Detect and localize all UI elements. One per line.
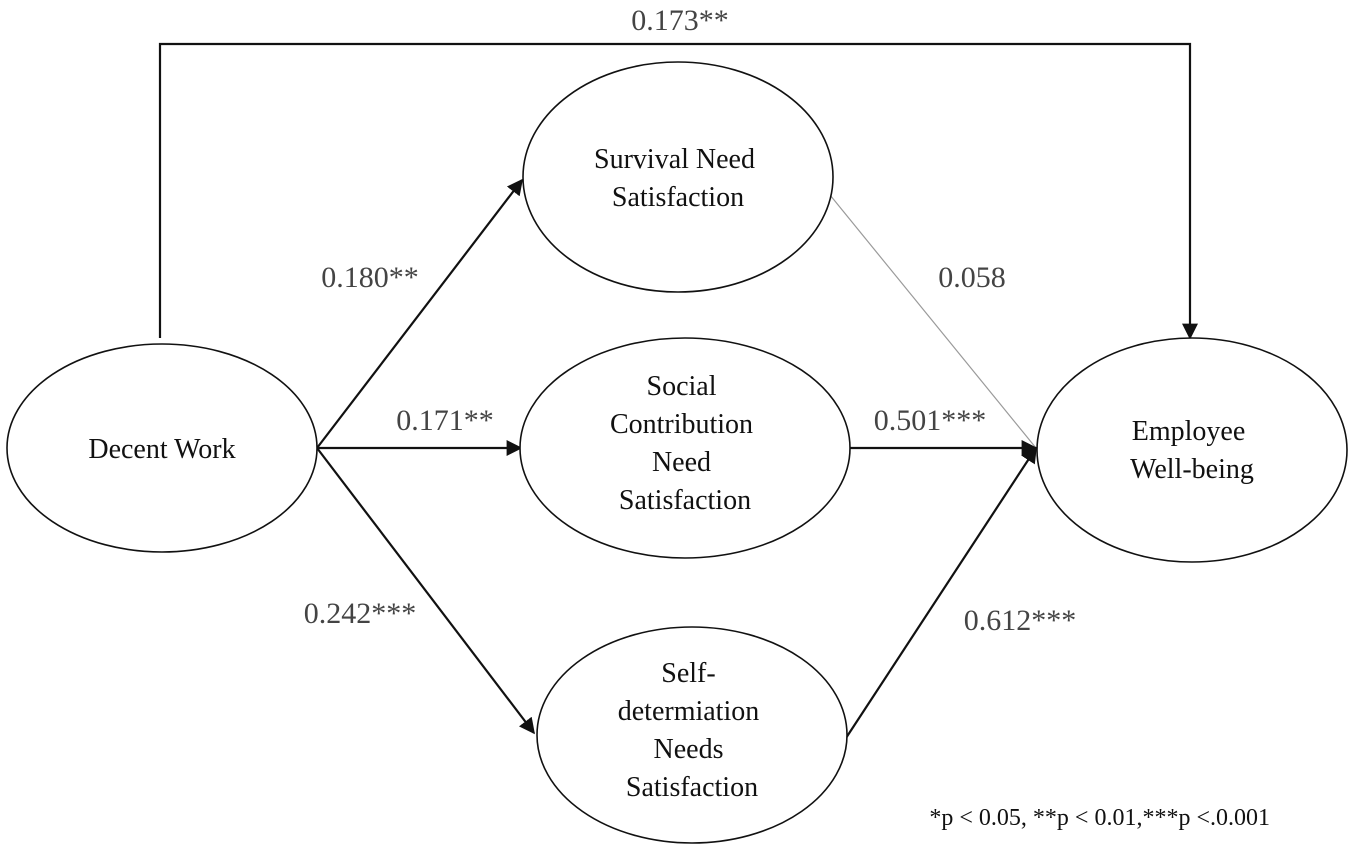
node-selfdet-line-2: determiation [618,696,760,727]
node-social-line-3: Need [652,447,711,478]
node-survival-line-1: Survival Need [594,144,755,175]
node-survival-need: Survival Need Satisfaction [522,61,834,293]
node-survival-line-2: Satisfaction [612,182,744,213]
edge-dw-survival [316,178,523,449]
coef-selfdet-wb: 0.612*** [964,604,1077,637]
coef-survival-wb: 0.058 [938,261,1006,294]
svg-text:Social Contribution: Social Contribution Need Satisfaction [610,371,760,516]
node-social-contribution: Social Contribution Need Satisfaction [519,337,851,559]
node-social-line-1: Social [647,371,717,402]
edge-dw-selfdet [316,447,535,735]
svg-text:Decent Work: Decent Work [88,434,235,465]
node-decent-work: Decent Work [6,343,318,553]
node-employee-wellbeing: Employee Well-being [1036,337,1348,563]
node-selfdet-line-3: Needs [654,734,724,765]
coef-dw-survival: 0.180** [321,261,419,294]
significance-footnote: *p < 0.05, **p < 0.01,***p <.0.001 [929,805,1270,831]
svg-text:Employee Well-being: Employee Well-being [1130,416,1254,485]
node-wellbeing-line-2: Well-being [1130,454,1254,485]
edge-selfdet-wb [845,446,1037,739]
edge-direct [158,42,1198,340]
node-social-line-2: Contribution [610,409,753,440]
node-selfdet-line-1: Self- [661,658,715,689]
node-social-line-4: Satisfaction [619,485,751,516]
node-wellbeing-line-1: Employee [1132,416,1246,447]
node-self-determination: Self- determiation Needs Satisfaction [536,626,848,844]
node-decent-work-line-1: Decent Work [88,434,235,465]
coef-direct: 0.173** [631,4,729,37]
svg-text:Survival Need Satisfacti: Survival Need Satisfaction [594,144,762,213]
coef-dw-social: 0.171** [396,404,494,437]
node-selfdet-line-4: Satisfaction [626,772,758,803]
coef-dw-selfdet: 0.242*** [304,597,417,630]
coef-social-wb: 0.501*** [874,404,987,437]
svg-text:Self- determiation: Self- determiation Needs Satisfaction [618,658,767,803]
edge-survival-wb [829,194,1037,449]
